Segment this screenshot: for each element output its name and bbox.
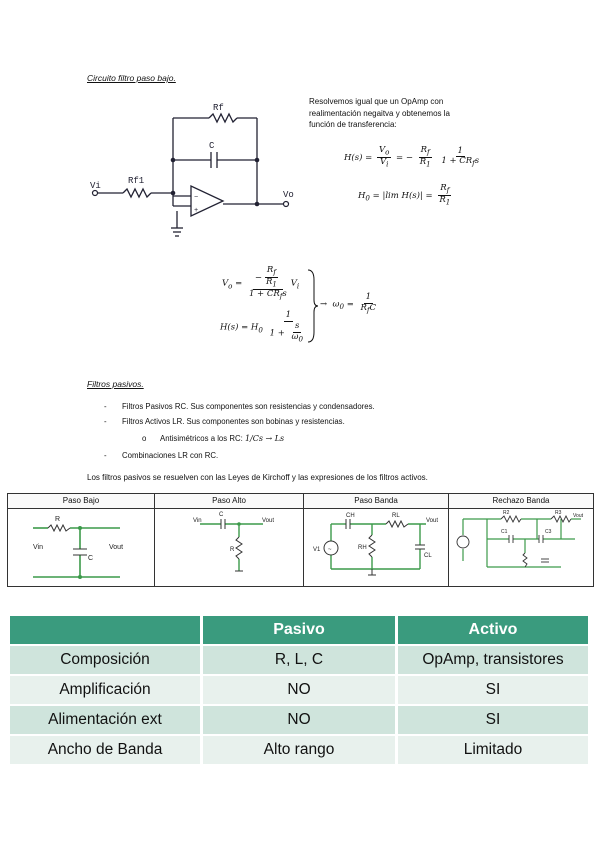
table-row: Composición R, L, C OpAmp, transistores xyxy=(10,646,588,674)
pa-label-vin: Vin xyxy=(193,518,202,524)
header-empty xyxy=(10,616,200,644)
bullet-marker-2: - xyxy=(104,417,107,426)
cell-pasivo: R, L, C xyxy=(200,646,395,674)
label-c: C xyxy=(209,141,215,151)
comparison-table: Pasivo Activo Composición R, L, C OpAmp,… xyxy=(10,614,588,766)
cell-pasivo: Alto rango xyxy=(200,736,395,764)
section-title-filtro-paso-bajo: Circuito filtro paso bajo. xyxy=(87,73,176,83)
rb-label-vout: Vout xyxy=(573,513,584,519)
pbd-label-v1: V1 xyxy=(313,547,321,553)
label-vo: Vo xyxy=(283,190,294,200)
pb-label-c: C xyxy=(88,555,93,562)
cell-activo: SI xyxy=(395,676,588,704)
bullet-text-3: Antisimétricos a los RC: 1/Cs → Ls xyxy=(160,434,285,443)
comparison-header-row: Pasivo Activo xyxy=(10,616,588,644)
bullet-text-1: Filtros Pasivos RC. Sus componentes son … xyxy=(122,402,375,411)
header-paso-bajo: Paso Bajo xyxy=(8,494,154,509)
bullet-text-4: Combinaciones LR con RC. xyxy=(122,451,219,460)
bullet-text-2: Filtros Activos LR. Sus componentes son … xyxy=(122,417,345,426)
cell-pasivo: NO xyxy=(200,676,395,704)
closing-text: Los filtros pasivos se resuelven con las… xyxy=(87,473,428,482)
pbd-label-ch: CH xyxy=(346,513,355,519)
table-row: Alimentación ext NO SI xyxy=(10,706,588,734)
intro-line-2: realimentación negaitva y obtenemos la xyxy=(309,108,450,118)
bullet-marker-1: - xyxy=(104,402,107,411)
svg-text:~: ~ xyxy=(328,547,332,553)
svg-text:+: + xyxy=(194,207,198,215)
pb-label-vout: Vout xyxy=(109,544,123,551)
row-label: Ancho de Banda xyxy=(10,736,200,764)
header-paso-alto: Paso Alto xyxy=(155,494,303,509)
pb-label-vin: Vin xyxy=(33,544,43,551)
cell-activo: SI xyxy=(395,706,588,734)
label-rf: Rf xyxy=(213,103,224,113)
intro-paragraph: Resolvemos igual que un OpAmp con realim… xyxy=(309,96,509,131)
bullet-marker-3: o xyxy=(142,434,147,443)
pbd-label-vout: Vout xyxy=(426,518,438,524)
row-label: Alimentación ext xyxy=(10,706,200,734)
rb-label-r3: R3 xyxy=(555,510,562,516)
pbd-label-cl: CL xyxy=(424,553,432,559)
filter-types-table: Paso Bajo Paso Alto Paso Banda Rechazo B… xyxy=(7,493,594,587)
circuit-paso-banda: ~ CH RL Vout RH CL V1 xyxy=(313,513,438,576)
header-pasivo: Pasivo xyxy=(200,616,395,644)
opamp-lowpass-circuit: − + Rf C Rf1 Vi Vo xyxy=(90,103,294,237)
table-row: Amplificación NO SI xyxy=(10,676,588,704)
circuit-paso-alto: Vin C Vout R xyxy=(193,512,274,572)
bullet-math-3: 1/Cs → Ls xyxy=(244,434,285,443)
svg-text:−: − xyxy=(194,194,198,202)
header-activo: Activo xyxy=(395,616,588,644)
rb-label-c3: C3 xyxy=(545,529,552,535)
cell-activo: OpAmp, transistores xyxy=(395,646,588,674)
cell-pasivo: NO xyxy=(200,706,395,734)
bullet-marker-4: - xyxy=(104,451,107,460)
pa-label-r: R xyxy=(230,547,235,553)
pb-label-r: R xyxy=(55,516,60,523)
rb-label-r2: R2 xyxy=(503,510,510,516)
header-rechazo-banda: Rechazo Banda xyxy=(449,494,593,509)
right-brace xyxy=(307,269,318,343)
table-row: Ancho de Banda Alto rango Limitado xyxy=(10,736,588,764)
label-rf1: Rf1 xyxy=(128,176,144,186)
pa-label-c: C xyxy=(219,512,224,518)
circuit-rechazo-banda: R2 R3 Vout C1 C3 xyxy=(456,510,584,568)
section-title-filtros-pasivos: Filtros pasivos. xyxy=(87,379,144,389)
intro-line-3: función de transferencia: xyxy=(309,120,397,130)
pa-label-vout: Vout xyxy=(262,518,274,524)
cell-activo: Limitado xyxy=(395,736,588,764)
intro-line-1: Resolvemos igual que un OpAmp con xyxy=(309,97,444,106)
circuit-paso-bajo: R Vin Vout C xyxy=(33,516,123,579)
header-paso-banda: Paso Banda xyxy=(304,494,448,509)
row-label: Amplificación xyxy=(10,676,200,704)
pbd-label-rl: RL xyxy=(392,513,400,519)
label-vi: Vi xyxy=(90,181,101,191)
row-label: Composición xyxy=(10,646,200,674)
pbd-label-rh: RH xyxy=(358,545,367,551)
rb-label-c1: C1 xyxy=(501,529,508,535)
